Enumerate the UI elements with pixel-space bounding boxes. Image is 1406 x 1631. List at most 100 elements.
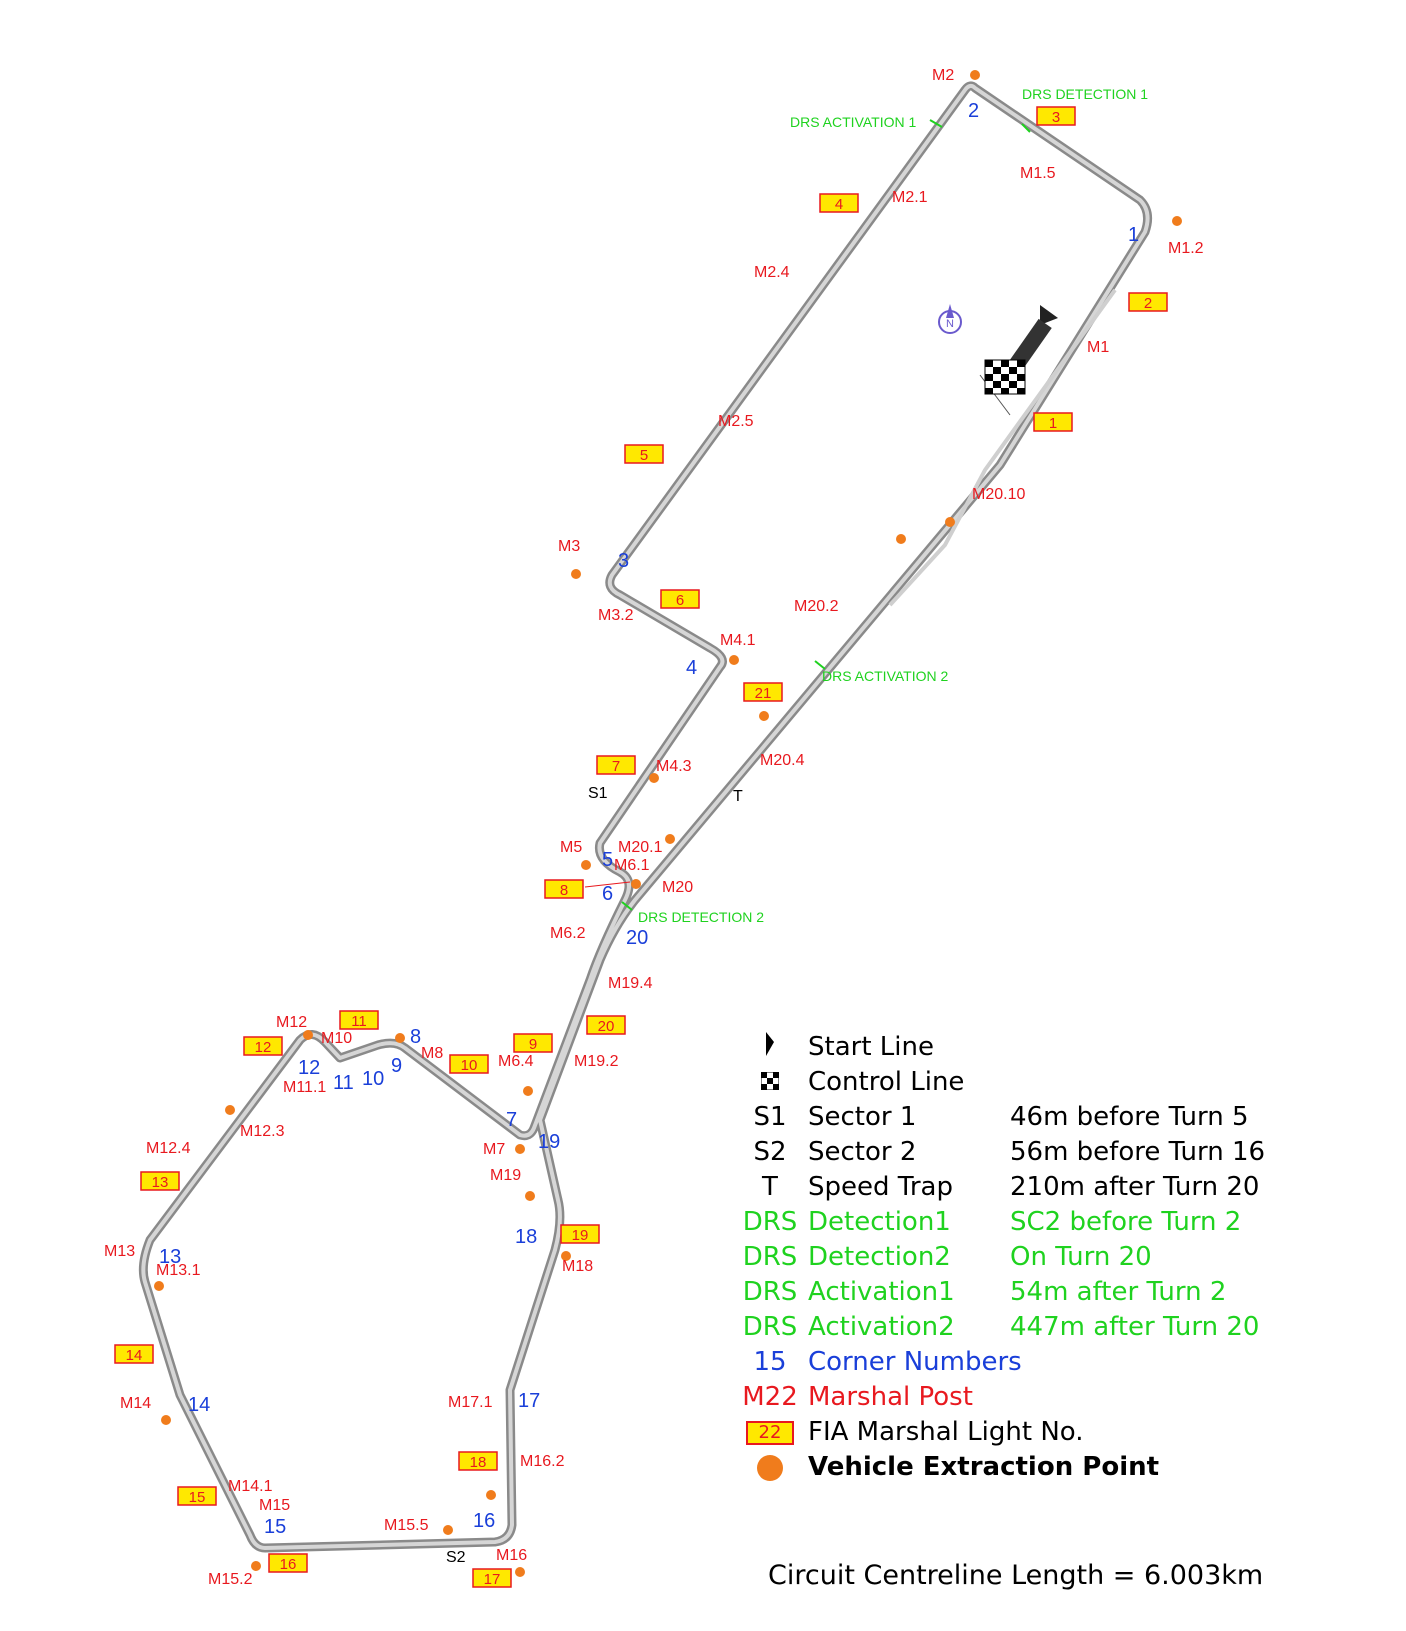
svg-text:15: 15 — [189, 1489, 206, 1506]
checkered-flag-icon — [740, 1065, 800, 1099]
north-compass-icon: N — [938, 304, 962, 334]
marshal-m14: M14 — [120, 1395, 151, 1412]
legend-name: Control Line — [808, 1067, 965, 1097]
svg-text:5: 5 — [640, 447, 648, 464]
corner-17: 17 — [518, 1390, 540, 1412]
corner-13: 13 — [159, 1246, 181, 1268]
light-box-4: 4 — [819, 193, 859, 213]
legend-desc: 54m after Turn 2 — [1010, 1277, 1227, 1307]
corner-14: 14 — [188, 1394, 210, 1416]
corner-3: 3 — [618, 550, 629, 572]
drs-marks — [621, 119, 1031, 911]
marshal-m20-2: M20.2 — [794, 598, 839, 615]
marshal-m14-1: M14.1 — [228, 1478, 273, 1495]
corner-18: 18 — [515, 1226, 537, 1248]
marshal-m16-2: M16.2 — [520, 1453, 565, 1470]
svg-text:20: 20 — [598, 1018, 615, 1035]
legend-name: Corner Numbers — [808, 1347, 1022, 1377]
legend-desc: SC2 before Turn 2 — [1010, 1207, 1242, 1237]
drs-detection-1-label: DRS DETECTION 1 — [1022, 86, 1148, 102]
marshal-posts: M1 M1.2 M1.5 M2 M2.1 M2.4 M2.5 M3 M3.2 M… — [104, 67, 1204, 1588]
legend-symbol: T — [762, 1172, 778, 1202]
light-8-leader-line — [584, 881, 631, 888]
svg-text:2: 2 — [1144, 295, 1152, 312]
marshal-m3: M3 — [558, 538, 580, 555]
marshal-m15: M15 — [259, 1497, 290, 1514]
light-box-7: 7 — [596, 755, 636, 775]
marshal-m17-1: M17.1 — [448, 1394, 493, 1411]
svg-text:21: 21 — [755, 685, 772, 702]
marshal-m20-1: M20.1 — [618, 839, 663, 856]
light-box-17: 17 — [472, 1568, 512, 1588]
svg-text:16: 16 — [280, 1556, 297, 1573]
light-box-6: 6 — [660, 589, 700, 609]
marshal-m12-4: M12.4 — [146, 1140, 191, 1157]
light-box-16: 16 — [268, 1553, 308, 1573]
light-box-5: 5 — [624, 444, 664, 464]
light-box-14: 14 — [114, 1344, 154, 1364]
marshal-m1: M1 — [1087, 339, 1109, 356]
legend-symbol: DRS — [742, 1277, 798, 1307]
marshal-m20-10: M20.10 — [972, 486, 1025, 503]
corner-12: 12 — [298, 1057, 320, 1079]
marshal-m18: M18 — [562, 1258, 593, 1275]
light-box-9: 9 — [513, 1033, 553, 1053]
marshal-m10: M10 — [321, 1030, 352, 1047]
legend-name: Vehicle Extraction Point — [808, 1452, 1160, 1482]
svg-text:17: 17 — [484, 1571, 501, 1588]
corner-10: 10 — [362, 1068, 384, 1090]
svg-text:10: 10 — [461, 1057, 478, 1074]
svg-text:9: 9 — [529, 1036, 537, 1053]
light-box-1: 1 — [1033, 412, 1073, 432]
legend-desc: 46m before Turn 5 — [1010, 1102, 1249, 1132]
light-box-13: 13 — [140, 1171, 180, 1191]
corner-11: 11 — [333, 1072, 354, 1094]
corner-2: 2 — [968, 100, 979, 122]
legend-name: Sector 2 — [808, 1137, 917, 1167]
speed-trap-label: T — [733, 788, 743, 805]
marshal-m2-1: M2.1 — [892, 189, 928, 206]
corner-9: 9 — [391, 1055, 402, 1077]
light-box-2: 2 — [1128, 292, 1168, 312]
extraction-points — [154, 70, 1182, 1577]
legend-name: Speed Trap — [808, 1172, 953, 1202]
legend-name: Activation1 — [808, 1277, 955, 1307]
marshal-m8: M8 — [421, 1045, 443, 1062]
track-surface — [141, 83, 1150, 1550]
corner-5: 5 — [602, 849, 613, 871]
legend-name: Sector 1 — [808, 1102, 917, 1132]
legend-symbol: 15 — [753, 1347, 787, 1377]
marshal-m20: M20 — [662, 879, 693, 896]
marshal-lights: 1 2 3 4 5 6 7 8 9 10 11 12 13 14 15 16 1… — [114, 106, 1168, 1588]
marshal-m5: M5 — [560, 839, 582, 856]
svg-text:1: 1 — [1049, 415, 1057, 432]
light-box-20: 20 — [586, 1015, 626, 1035]
marshal-m16: M16 — [496, 1547, 527, 1564]
light-box-8: 8 — [544, 879, 584, 899]
start-line-icon — [740, 1030, 800, 1067]
marshal-m6-4: M6.4 — [498, 1053, 534, 1070]
marshal-m13: M13 — [104, 1243, 135, 1260]
legend-name: Activation2 — [808, 1312, 955, 1342]
svg-text:14: 14 — [126, 1347, 143, 1364]
svg-text:N: N — [946, 318, 954, 330]
marshal-m4-3: M4.3 — [656, 758, 692, 775]
legend-name: Marshal Post — [808, 1382, 973, 1412]
light-box-12: 12 — [243, 1036, 283, 1056]
legend-desc: 210m after Turn 20 — [1010, 1172, 1260, 1202]
corner-7: 7 — [506, 1109, 517, 1131]
corner-1: 1 — [1128, 224, 1139, 246]
pit-lane — [888, 288, 1117, 607]
marshal-m19-4: M19.4 — [608, 975, 653, 992]
marshal-m3-2: M3.2 — [598, 607, 634, 624]
light-box-11: 11 — [339, 1010, 379, 1030]
marshal-m13-1: M13.1 — [156, 1262, 201, 1279]
marshal-m2: M2 — [932, 67, 954, 84]
marshal-m6-1: M6.1 — [614, 857, 650, 874]
extraction-point-icon — [740, 1450, 800, 1484]
checkered-flag-icon — [984, 359, 1026, 395]
corner-6: 6 — [602, 883, 613, 905]
legend-name: Start Line — [808, 1032, 934, 1062]
light-box-19: 19 — [560, 1224, 600, 1244]
